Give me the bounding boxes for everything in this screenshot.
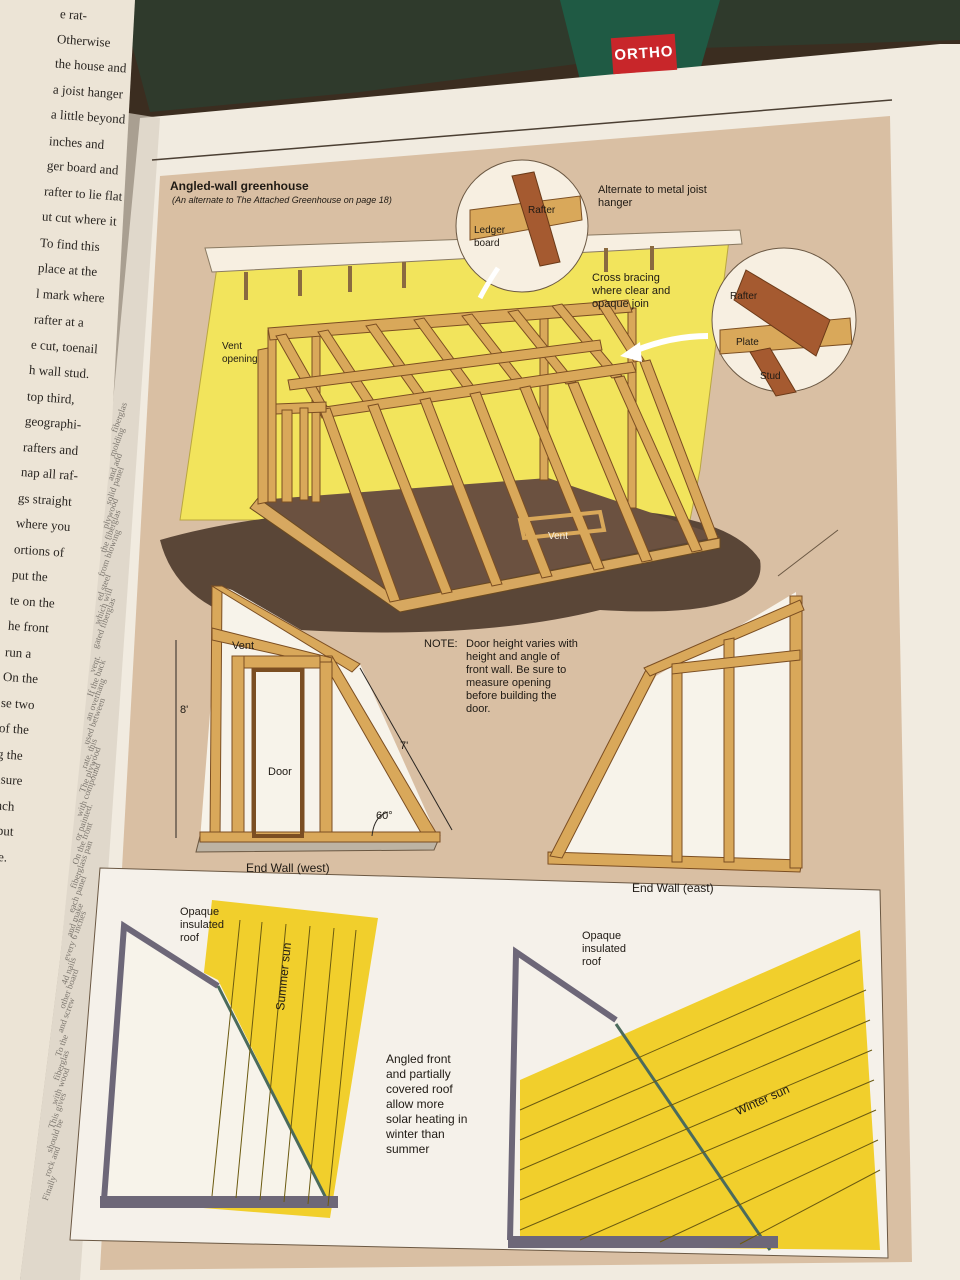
label-rafter-top: Rafter	[528, 205, 556, 216]
label-west-door: Door	[268, 766, 292, 778]
end-wall-west-drawing	[175, 585, 453, 853]
caption-end-wall-west: End Wall (west)	[246, 861, 330, 875]
label-ledger-board: Ledger board	[474, 225, 506, 249]
label-alternate-hanger: Alternate to metal joist hanger	[598, 184, 707, 209]
note-text: Door height varies with height and angle…	[466, 638, 578, 715]
label-west-angle: 60°	[376, 810, 393, 822]
note-label: NOTE:	[424, 638, 458, 650]
greenhouse-floor	[258, 478, 720, 600]
label-floor-vent: Vent	[548, 531, 569, 542]
label-west-height: 8'	[180, 704, 189, 716]
label-stud: Stud	[760, 371, 781, 382]
label-vent-opening: Vent opening	[222, 341, 258, 365]
label-west-slope: 7'	[400, 740, 409, 752]
sun-diagram-caption: Angled front and partially covered roof …	[386, 1052, 468, 1156]
label-west-vent: Vent	[232, 640, 255, 652]
label-plate: Plate	[736, 337, 759, 348]
winter-sun-diagram	[507, 930, 881, 1251]
page-subtitle: (An alternate to The Attached Greenhouse…	[172, 195, 392, 205]
label-cross-bracing: Cross bracing where clear and opaque joi…	[592, 272, 671, 310]
caption-end-wall-east: End Wall (east)	[632, 881, 714, 895]
end-wall-east-drawing	[547, 529, 839, 873]
summer-sun-diagram	[100, 900, 378, 1218]
page-title: Angled-wall greenhouse	[170, 179, 309, 193]
label-right-opaque-roof: Opaque insulated roof	[582, 930, 627, 968]
label-rafter-detail: Rafter	[730, 291, 758, 302]
label-left-opaque-roof: Opaque insulated roof	[180, 906, 225, 944]
